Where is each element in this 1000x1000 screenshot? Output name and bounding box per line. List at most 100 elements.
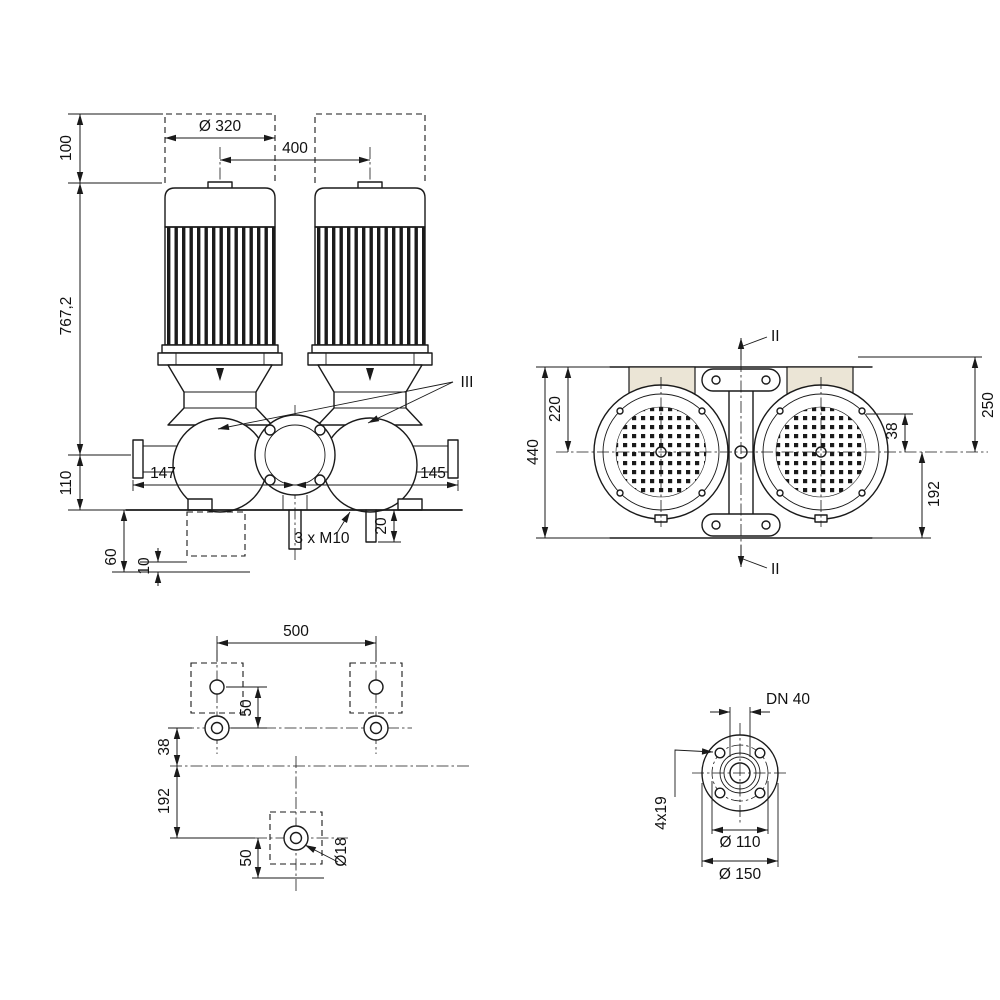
section-label-top: II (771, 328, 780, 345)
dim-foundation-depth: 60 (103, 510, 128, 572)
lantern-right (317, 364, 423, 426)
motor-flange (307, 352, 433, 366)
pump-casing (132, 414, 459, 513)
dim-hole-diameter: Ø18 (304, 837, 350, 867)
dim-foot-hole-span-label: 192 (926, 481, 943, 507)
motor-base-ring (311, 344, 429, 354)
section-cut-bottom: II (737, 545, 780, 578)
bolt-hole (714, 747, 726, 759)
motor-removal-outline-right (314, 113, 426, 183)
dim-upper-hole-offset: 50 (226, 686, 267, 729)
dim-stub-height-label: 20 (373, 517, 390, 535)
section-label-bottom: II (771, 561, 780, 578)
flange-bolt-hole (264, 424, 276, 436)
motor-removal-outline-left (164, 113, 276, 183)
foot-pad-outline-lower (269, 811, 323, 865)
flange-bolt (761, 375, 771, 385)
motor-fins (164, 226, 276, 346)
dim-overall-height: 767,2 (58, 183, 131, 456)
dim-hole-spacing-width-label: 500 (283, 623, 309, 640)
drain-plug (366, 368, 374, 381)
dim-plate-thickness-label: 10 (136, 557, 153, 575)
foundation-plinth-outline (186, 511, 246, 557)
suction-flange-face (254, 414, 336, 496)
dim-removal-clearance: 100 (58, 113, 163, 184)
dim-hole-spacing-width: 500 (216, 623, 377, 661)
dim-lower-hole-offset-label: 50 (238, 849, 255, 867)
dim-tapped-holes-label: 3 x M10 (294, 530, 350, 547)
volute-right (322, 417, 418, 513)
dim-stub-height: 20 (373, 510, 401, 543)
dim-tapped-holes: 3 x M10 (294, 511, 351, 547)
dim-overall-depth-label: 440 (525, 439, 542, 465)
motor-flange (157, 352, 283, 366)
section-cut-top: II (737, 328, 780, 360)
port-flange-left (132, 439, 144, 479)
dim-foundation-depth-label: 60 (103, 548, 120, 566)
dim-bolt-holes: 4x19 (653, 748, 714, 830)
fixing-hole (209, 679, 225, 695)
dim-center-to-flange-label: 220 (547, 396, 564, 422)
dim-axis-offset-label: 38 (156, 738, 173, 755)
dim-motor-spacing: 400 (220, 140, 370, 164)
dim-outer-diameter: Ø 150 (701, 783, 779, 883)
port-flange-right (447, 439, 459, 479)
motor-cap (314, 187, 426, 228)
motor-right (307, 181, 433, 426)
motor-left (157, 181, 283, 426)
dim-outer-diameter-label: Ø 150 (719, 866, 762, 883)
drain-plug (216, 368, 224, 381)
dim-nominal-diameter-label: DN 40 (766, 691, 810, 708)
dim-plate-thickness: 10 (136, 548, 162, 586)
dim-lower-hole-offset: 50 (238, 838, 324, 879)
dim-foot-hole-offset-label: 38 (884, 422, 901, 439)
dim-motor-spacing-label: 400 (282, 140, 308, 157)
dim-nominal-diameter: DN 40 (710, 691, 810, 757)
dim-axis-offset: 38 (156, 727, 192, 766)
fan-cover-right (753, 384, 889, 523)
foot-pad-outline-left (190, 662, 244, 714)
dim-overall-height-label: 767,2 (58, 297, 75, 336)
flange-bolt-hole (314, 474, 326, 486)
dim-foot-hole-offset: 38 (866, 413, 913, 452)
dim-bolt-circle-label: Ø 110 (719, 834, 760, 851)
volute-left (172, 417, 268, 513)
motor-cap (164, 187, 276, 228)
dim-axis-height: 110 (58, 455, 126, 511)
dim-center-to-flange: 220 (547, 367, 572, 452)
bolt-circle-centerline (711, 744, 769, 802)
dim-motor-diameter: Ø 320 (165, 118, 275, 142)
pump-foot-right (397, 498, 423, 511)
front-view: Ø 320 400 100 767,2 110 147 (58, 113, 474, 586)
foot-pad-outline-right (349, 662, 403, 714)
bolt-hole (754, 787, 766, 799)
dim-port-left: 147 (132, 465, 295, 491)
dim-port-left-label: 147 (150, 465, 176, 482)
dim-removal-clearance-label: 100 (58, 135, 75, 161)
flange-bolt (711, 375, 721, 385)
fixing-hole (368, 679, 384, 695)
dim-axis-height-label: 110 (58, 470, 75, 495)
motor-fins (314, 226, 426, 346)
flange-bolt (711, 520, 721, 530)
dim-foot-hole-span: 192 (872, 452, 943, 539)
dim-lower-hole-span: 192 (156, 766, 181, 838)
center-stub (288, 509, 302, 550)
foundation-view: 500 50 38 192 50 Ø18 (156, 623, 470, 892)
seal-detail-label: III (461, 374, 474, 391)
bore (729, 762, 751, 784)
dim-motor-diameter-label: Ø 320 (199, 118, 242, 135)
flange-bolt-hole (264, 474, 276, 486)
dim-overall-depth: 440 (525, 366, 610, 539)
foot-stub (365, 509, 377, 543)
bolt-hole (714, 787, 726, 799)
dim-lower-hole-span-label: 192 (156, 788, 173, 814)
dim-center-to-motor-edge-label: 250 (980, 392, 997, 418)
seal-detail-callout: III (217, 374, 474, 430)
dim-bolt-circle: Ø 110 (711, 781, 769, 851)
flange-bolt (761, 520, 771, 530)
dim-port-right: 145 (295, 465, 459, 491)
flange-view: DN 40 4x19 Ø 110 Ø 150 (653, 691, 810, 883)
motor-base-ring (161, 344, 279, 354)
